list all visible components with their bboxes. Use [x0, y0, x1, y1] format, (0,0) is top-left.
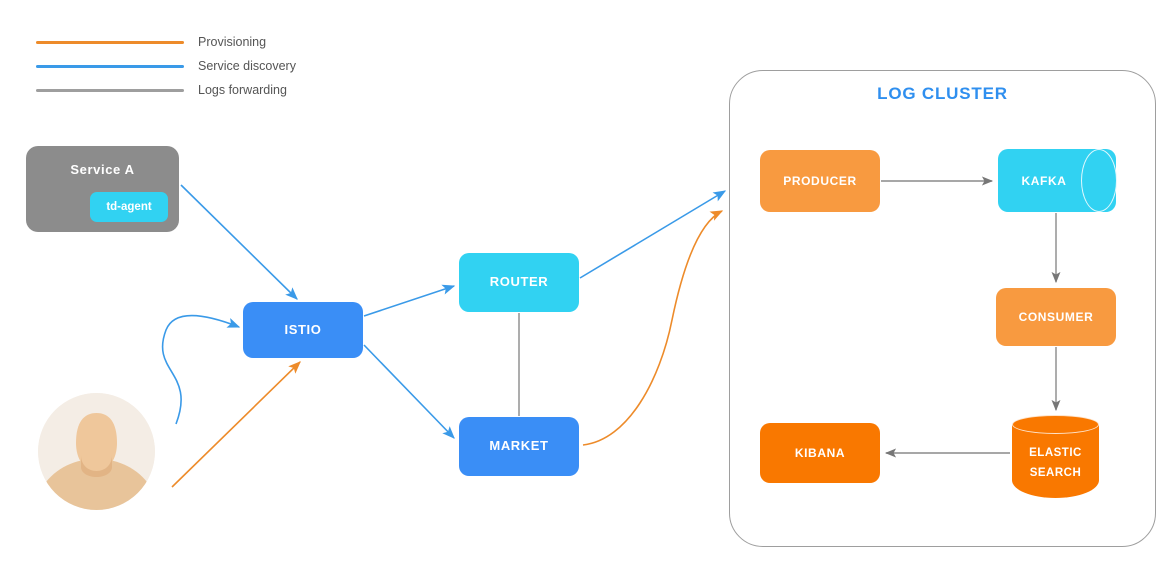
elasticsearch-cylinder-body — [1012, 424, 1099, 498]
user-avatar[interactable] — [38, 393, 155, 510]
elasticsearch-cylinder-cap — [1012, 415, 1099, 434]
node-elasticsearch-label-line2: SEARCH — [1029, 466, 1082, 479]
node-router-label: ROUTER — [489, 274, 549, 290]
node-td-agent-label: td-agent — [106, 201, 152, 213]
node-kibana-label: KIBANA — [794, 445, 846, 460]
legend-item-provisioning: Provisioning — [36, 30, 296, 54]
legend-swatch-provisioning — [36, 40, 184, 44]
log-cluster-container — [729, 70, 1156, 547]
legend-swatch-logs-forwarding — [36, 88, 184, 92]
node-producer[interactable]: PRODUCER — [760, 150, 880, 212]
node-producer-label: PRODUCER — [783, 173, 857, 188]
node-market-label: MARKET — [489, 438, 549, 454]
node-consumer[interactable]: CONSUMER — [996, 288, 1116, 346]
node-elasticsearch-label-line1: ELASTIC — [1029, 446, 1082, 459]
node-istio[interactable]: ISTIO — [243, 302, 363, 358]
edge-service-a-to-istio — [180, 184, 298, 300]
legend-label-logs-forwarding: Logs forwarding — [198, 83, 287, 97]
node-router[interactable]: ROUTER — [459, 253, 579, 312]
legend-item-service-discovery: Service discovery — [36, 54, 296, 78]
edge-istio-to-market — [363, 344, 455, 439]
edge-router-to-log-cluster — [579, 190, 727, 279]
user-avatar-icon — [38, 393, 155, 510]
legend-label-provisioning: Provisioning — [198, 35, 267, 49]
node-td-agent[interactable]: td-agent — [90, 192, 168, 222]
kafka-cylinder-cap — [1081, 149, 1117, 212]
node-kafka[interactable]: KAFKA — [998, 149, 1117, 212]
node-elasticsearch[interactable]: ELASTIC SEARCH — [1012, 415, 1099, 498]
edge-user-to-istio-provisioning — [171, 361, 301, 488]
edge-istio-to-router — [363, 284, 456, 317]
log-cluster-title: LOG CLUSTER — [877, 84, 1008, 103]
node-elasticsearch-label: ELASTIC SEARCH — [1012, 429, 1099, 498]
node-consumer-label: CONSUMER — [1018, 309, 1094, 324]
legend-swatch-service-discovery — [36, 64, 184, 68]
node-service-a-label: Service A — [70, 162, 135, 177]
legend: Provisioning Service discovery Logs forw… — [36, 30, 296, 102]
edge-market-to-log-cluster — [582, 210, 724, 446]
edge-user-to-istio-discovery — [161, 314, 241, 425]
node-istio-label: ISTIO — [284, 321, 322, 337]
node-market[interactable]: MARKET — [459, 417, 579, 476]
node-kibana[interactable]: KIBANA — [760, 423, 880, 483]
node-kafka-label: KAFKA — [1021, 173, 1067, 188]
legend-label-service-discovery: Service discovery — [198, 59, 296, 73]
legend-item-logs-forwarding: Logs forwarding — [36, 78, 296, 102]
